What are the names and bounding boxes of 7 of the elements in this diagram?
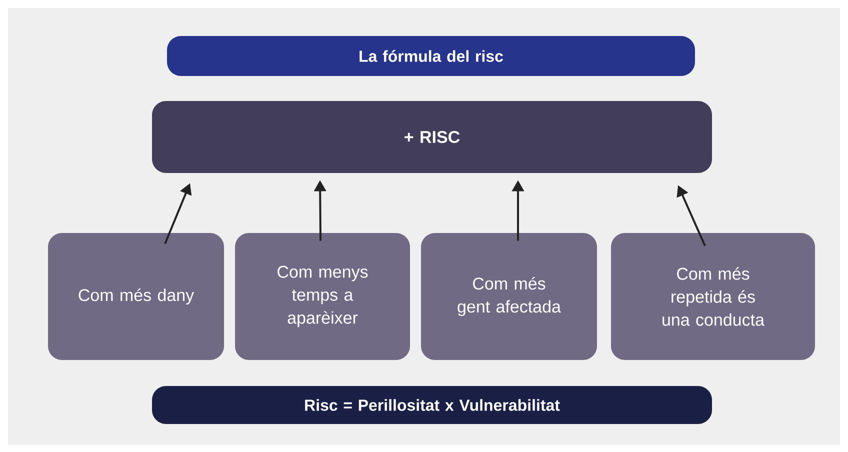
- factor-box: Com més repetida és una conducta: [611, 233, 815, 360]
- factor-box: Com menys temps a aparèixer: [235, 233, 410, 360]
- result-box: + RISC: [152, 101, 712, 173]
- factor-box: Com més gent afectada: [421, 233, 597, 360]
- formula-pill: Risc = Perillositat x Vulnerabilitat: [152, 386, 712, 424]
- title-pill: La fórmula del risc: [167, 36, 695, 76]
- factor-box: Com més dany: [48, 233, 224, 360]
